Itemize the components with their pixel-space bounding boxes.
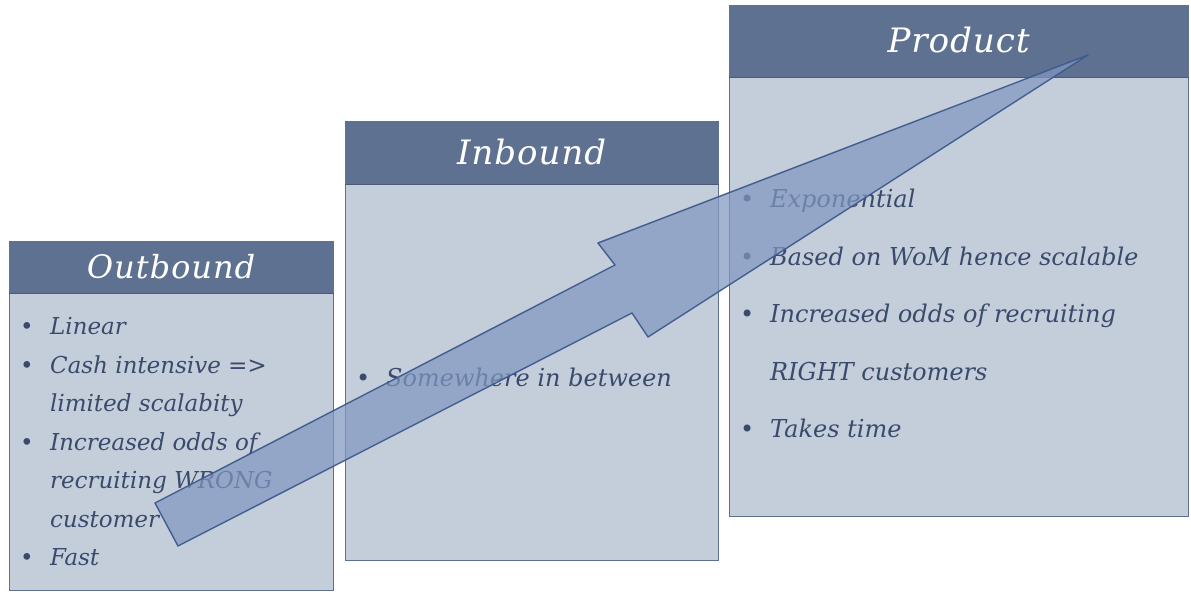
stage-inbound-box: Inbound Somewhere in between — [345, 121, 719, 561]
bullet-item: Fast — [20, 539, 329, 578]
stage-inbound-bullets: Somewhere in between — [356, 359, 714, 397]
bullet-item: Somewhere in between — [356, 359, 714, 397]
stage-product-box: Product Exponential Based on WoM hence s… — [729, 5, 1189, 517]
bullet-item: Increased odds of recruiting WRONG custo… — [20, 424, 329, 540]
stage-product-bullets: Exponential Based on WoM hence scalable … — [740, 171, 1184, 459]
stage-outbound-box: Outbound Linear Cash intensive => limite… — [9, 241, 334, 591]
bullet-item: Based on WoM hence scalable — [740, 229, 1184, 287]
bullet-item: Takes time — [740, 401, 1184, 459]
stage-inbound-title: Inbound — [345, 121, 719, 185]
bullet-item: Cash intensive => limited scalabity — [20, 347, 329, 424]
bullet-item: Exponential — [740, 171, 1184, 229]
stage-product-title: Product — [729, 5, 1189, 78]
bullet-item: Increased odds of recruiting RIGHT custo… — [740, 286, 1184, 401]
stage-outbound-title: Outbound — [9, 241, 334, 294]
bullet-item: Linear — [20, 308, 329, 347]
stage-outbound-bullets: Linear Cash intensive => limited scalabi… — [20, 308, 329, 578]
